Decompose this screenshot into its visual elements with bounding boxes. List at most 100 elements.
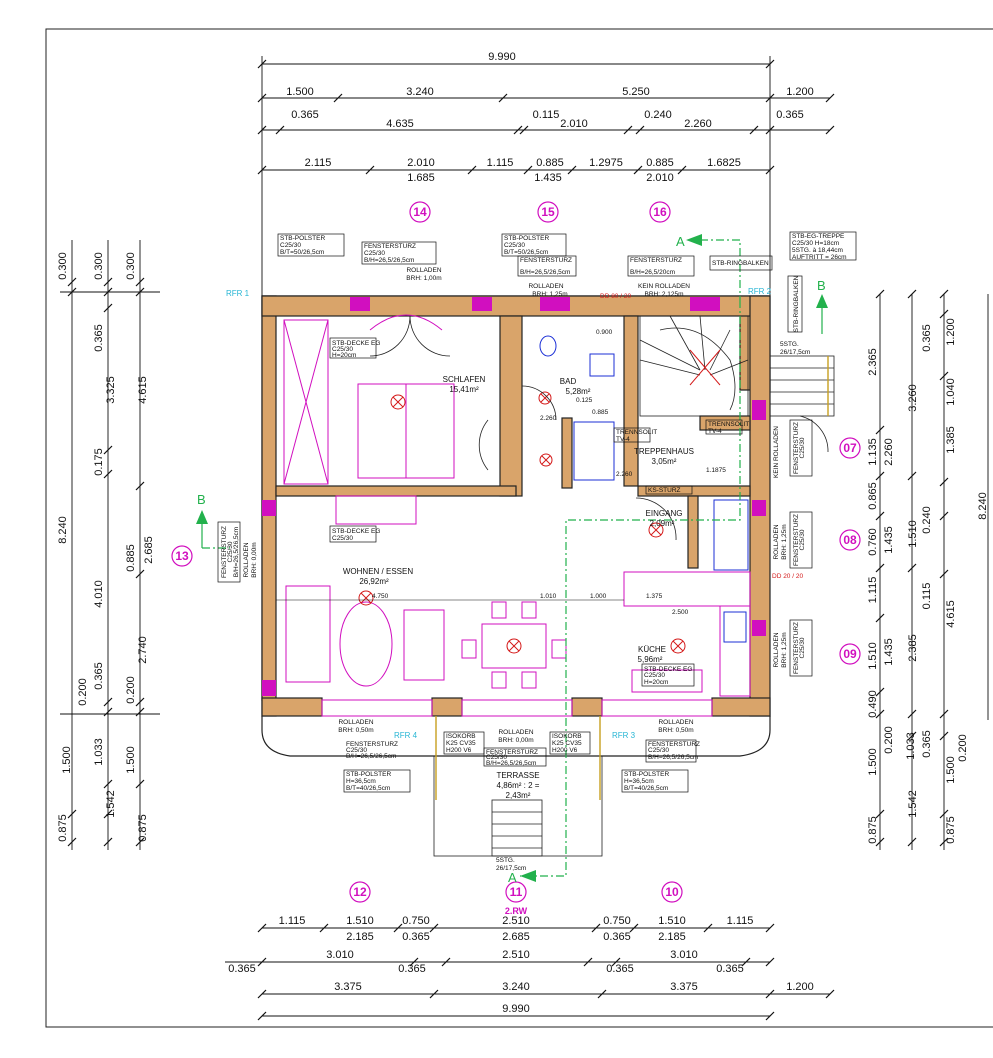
top-dimension-chains xyxy=(257,56,835,300)
dim-label: 3.010 xyxy=(670,949,698,961)
note-text: STB-RINGBALKEN xyxy=(793,275,800,332)
note-text: KEIN ROLLADEN xyxy=(638,283,690,290)
dim-label: 1.6825 xyxy=(707,157,741,169)
dim-label: 0.885 xyxy=(646,157,674,169)
rfr-2-label: RFR 2 xyxy=(748,287,772,296)
room-area-eingang: 2,09m² xyxy=(650,519,675,528)
section-a-top: A xyxy=(676,234,685,249)
dim-label: 0.175 xyxy=(93,448,105,476)
room-name-treppenhaus: TREPPENHAUS xyxy=(634,447,694,456)
axis-label-10: 10 xyxy=(665,885,679,899)
dim-label: 1.040 xyxy=(945,378,957,406)
dim-label: 0.365 xyxy=(93,662,105,690)
dim-label: 2.010 xyxy=(646,172,674,184)
note-text: B/T=50/26,5cm xyxy=(280,249,324,256)
dim-label: 1.115 xyxy=(279,915,306,927)
dim-label: 0.240 xyxy=(921,506,933,534)
note-text: BRH: 0,00m xyxy=(251,542,258,577)
dim-label: 2.510 xyxy=(502,949,530,961)
dim-label: 4.615 xyxy=(945,600,957,628)
note-text: FENSTERSTURZ xyxy=(793,422,800,474)
dim-label: 2.185 xyxy=(346,931,374,943)
dim-label: 4.010 xyxy=(93,580,105,608)
dim-label: 0.365 xyxy=(603,931,631,943)
axis-label-16: 16 xyxy=(653,205,667,219)
axis-label-09: 09 xyxy=(843,647,857,661)
note-text: B/T=40/26,5cm xyxy=(346,785,390,792)
room-area-schlafen: 15,41m² xyxy=(449,385,479,394)
dim-label: 0.875 xyxy=(867,816,879,844)
axis-label-15: 15 xyxy=(541,205,555,219)
outdoor-stairs xyxy=(433,355,835,857)
note-text: STB-RINGBALKEN xyxy=(712,260,769,267)
dim-label: 1.135 xyxy=(867,438,879,466)
dim-label: 1.500 xyxy=(286,86,314,98)
dim-label: 1.200 xyxy=(945,318,957,346)
note-text: 0.885 xyxy=(592,409,609,416)
door-swings xyxy=(369,315,829,541)
dim-label: 0.875 xyxy=(137,814,149,842)
dim-label: 1.685 xyxy=(407,172,435,184)
dim-label: 1.115 xyxy=(487,157,514,169)
note-text: ROLLADEN xyxy=(528,283,563,290)
dim-label: 0.365 xyxy=(716,963,744,975)
note-text: ROLLADEN xyxy=(406,267,441,274)
note-text: C25/30 xyxy=(364,250,385,257)
note-text: FENSTERSTURZ xyxy=(520,257,572,264)
dim-bottom-row3: 3.375 3.240 3.375 1.200 xyxy=(334,981,814,993)
note-text: 5STG. xyxy=(496,857,515,864)
dim-label: 0.365 xyxy=(402,931,430,943)
note-text: TV-4 xyxy=(616,436,630,443)
dim-label: 0.300 xyxy=(125,252,137,280)
note-text: STB-POLSTER xyxy=(624,771,669,778)
note-text: 4.750 xyxy=(372,593,389,600)
dim-label: 0.365 xyxy=(228,963,256,975)
terrace-posts xyxy=(435,356,829,800)
dim-label: 1.435 xyxy=(883,638,895,666)
rolladen-notes: ROLLADEN BRH: 1,00m ROLLADEN BRH: 1,25m … xyxy=(243,267,788,744)
dim-label: 1.500 xyxy=(61,746,73,774)
section-lines xyxy=(196,234,828,882)
dim-top-row3: 2.115 2.010 1.115 0.885 1.2975 0.885 1.6… xyxy=(305,157,741,184)
note-text: K25 CV35 xyxy=(552,740,582,747)
bottom-dimension-chains xyxy=(225,923,835,1021)
dim-label: 1.500 xyxy=(867,748,879,776)
note-text: B/T=50/26,5cm xyxy=(504,249,548,256)
note-text: BRH: 0,50m xyxy=(338,727,373,734)
dim-label: 8.240 xyxy=(57,516,69,544)
dim-label: 0.300 xyxy=(93,252,105,280)
note-text: 5STG. xyxy=(780,341,799,348)
dim-label: 1.542 xyxy=(907,790,919,818)
dim-right-c: 0.365 1.200 1.040 1.385 0.240 1.510 0.11… xyxy=(905,318,969,844)
dim-label: 4.635 xyxy=(386,118,414,130)
dim-label: 3.260 xyxy=(907,384,919,412)
rw-label: 2.RW xyxy=(505,906,528,916)
room-area-terrasse-1: 4,86m² : 2 = xyxy=(497,781,540,790)
dim-label: 0.200 xyxy=(77,678,89,706)
note-text: C25/30 xyxy=(799,437,806,458)
note-text: H=36,5cm xyxy=(624,778,654,785)
dim-left-outer: 0.300 8.240 0.875 xyxy=(57,252,69,842)
dim-label: 0.365 xyxy=(93,324,105,352)
dim-label: 3.010 xyxy=(326,949,354,961)
note-text: BRH: 1,25m xyxy=(781,632,788,667)
room-area-treppenhaus: 3,05m² xyxy=(652,457,677,466)
note-text: 1.1875 xyxy=(706,467,726,474)
note-text: H=36,5cm xyxy=(346,778,376,785)
note-text: FENSTERSTURZ xyxy=(648,741,700,748)
note-text: STB-DECKE EG xyxy=(644,666,692,673)
outer-walls xyxy=(261,295,771,717)
left-dimension-chains xyxy=(60,240,160,850)
dim-label: 0.365 xyxy=(606,963,634,975)
note-text: 1.010 xyxy=(540,593,557,600)
dim-label: 1.510 xyxy=(867,642,879,670)
note-text: C25/30 xyxy=(346,747,367,754)
note-text: 1.000 xyxy=(590,593,607,600)
note-text: C25/30 xyxy=(332,535,353,542)
note-text: ROLLADEN xyxy=(773,524,780,559)
dim-label: 3.240 xyxy=(502,981,530,993)
axis-label-08: 08 xyxy=(843,533,857,547)
room-area-bad: 5,28m² xyxy=(566,387,591,396)
note-text: C25/30 xyxy=(799,637,806,658)
note-text: B/H=26,5/26,5cm xyxy=(364,257,414,264)
